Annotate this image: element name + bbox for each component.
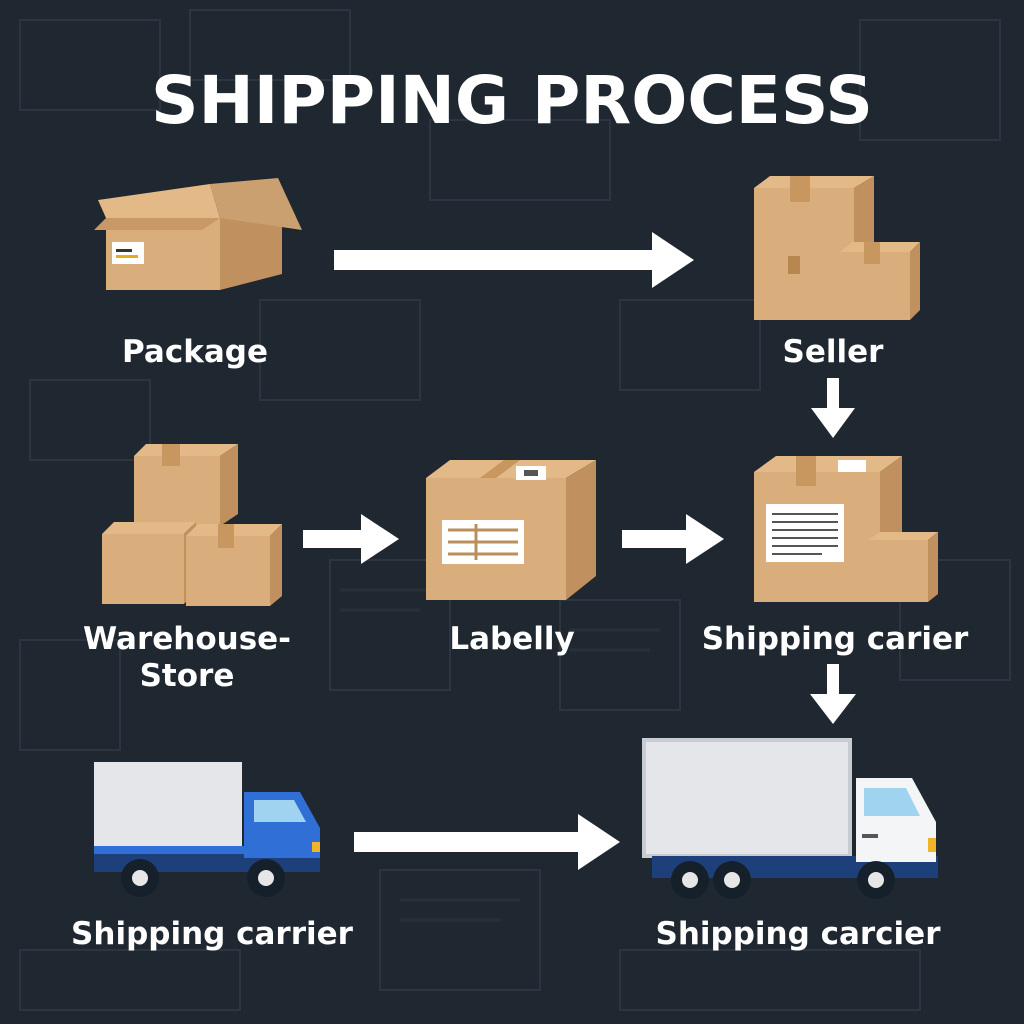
warehouse-label-line1: Warehouse- [82, 621, 292, 657]
delivery-truck-icon [94, 762, 320, 897]
page-title: SHIPPING PROCESS [151, 62, 873, 139]
arrow-down-icon [810, 664, 856, 724]
seller-boxes-icon [754, 176, 920, 320]
labelled-box-icon [426, 460, 596, 600]
shipping-carrier-label: Shipping carrier [71, 916, 353, 952]
arrow-right-icon [303, 514, 399, 564]
package-label: Package [122, 334, 268, 370]
package-box-icon [94, 178, 302, 290]
shipping-carcier-label: Shipping carcier [655, 916, 941, 952]
labelly-label: Labelly [449, 621, 575, 657]
arrow-down-icon [811, 378, 855, 438]
arrow-right-icon [622, 514, 724, 564]
cargo-truck-icon [642, 738, 938, 899]
warehouse-label-line2: Store [139, 658, 235, 694]
arrow-right-icon [334, 232, 694, 288]
warehouse-boxes-icon [102, 444, 282, 606]
document-box-icon [754, 456, 938, 602]
arrow-right-icon [354, 814, 620, 870]
shipping-carier-label: Shipping carier [701, 621, 969, 657]
seller-label: Seller [782, 334, 884, 370]
